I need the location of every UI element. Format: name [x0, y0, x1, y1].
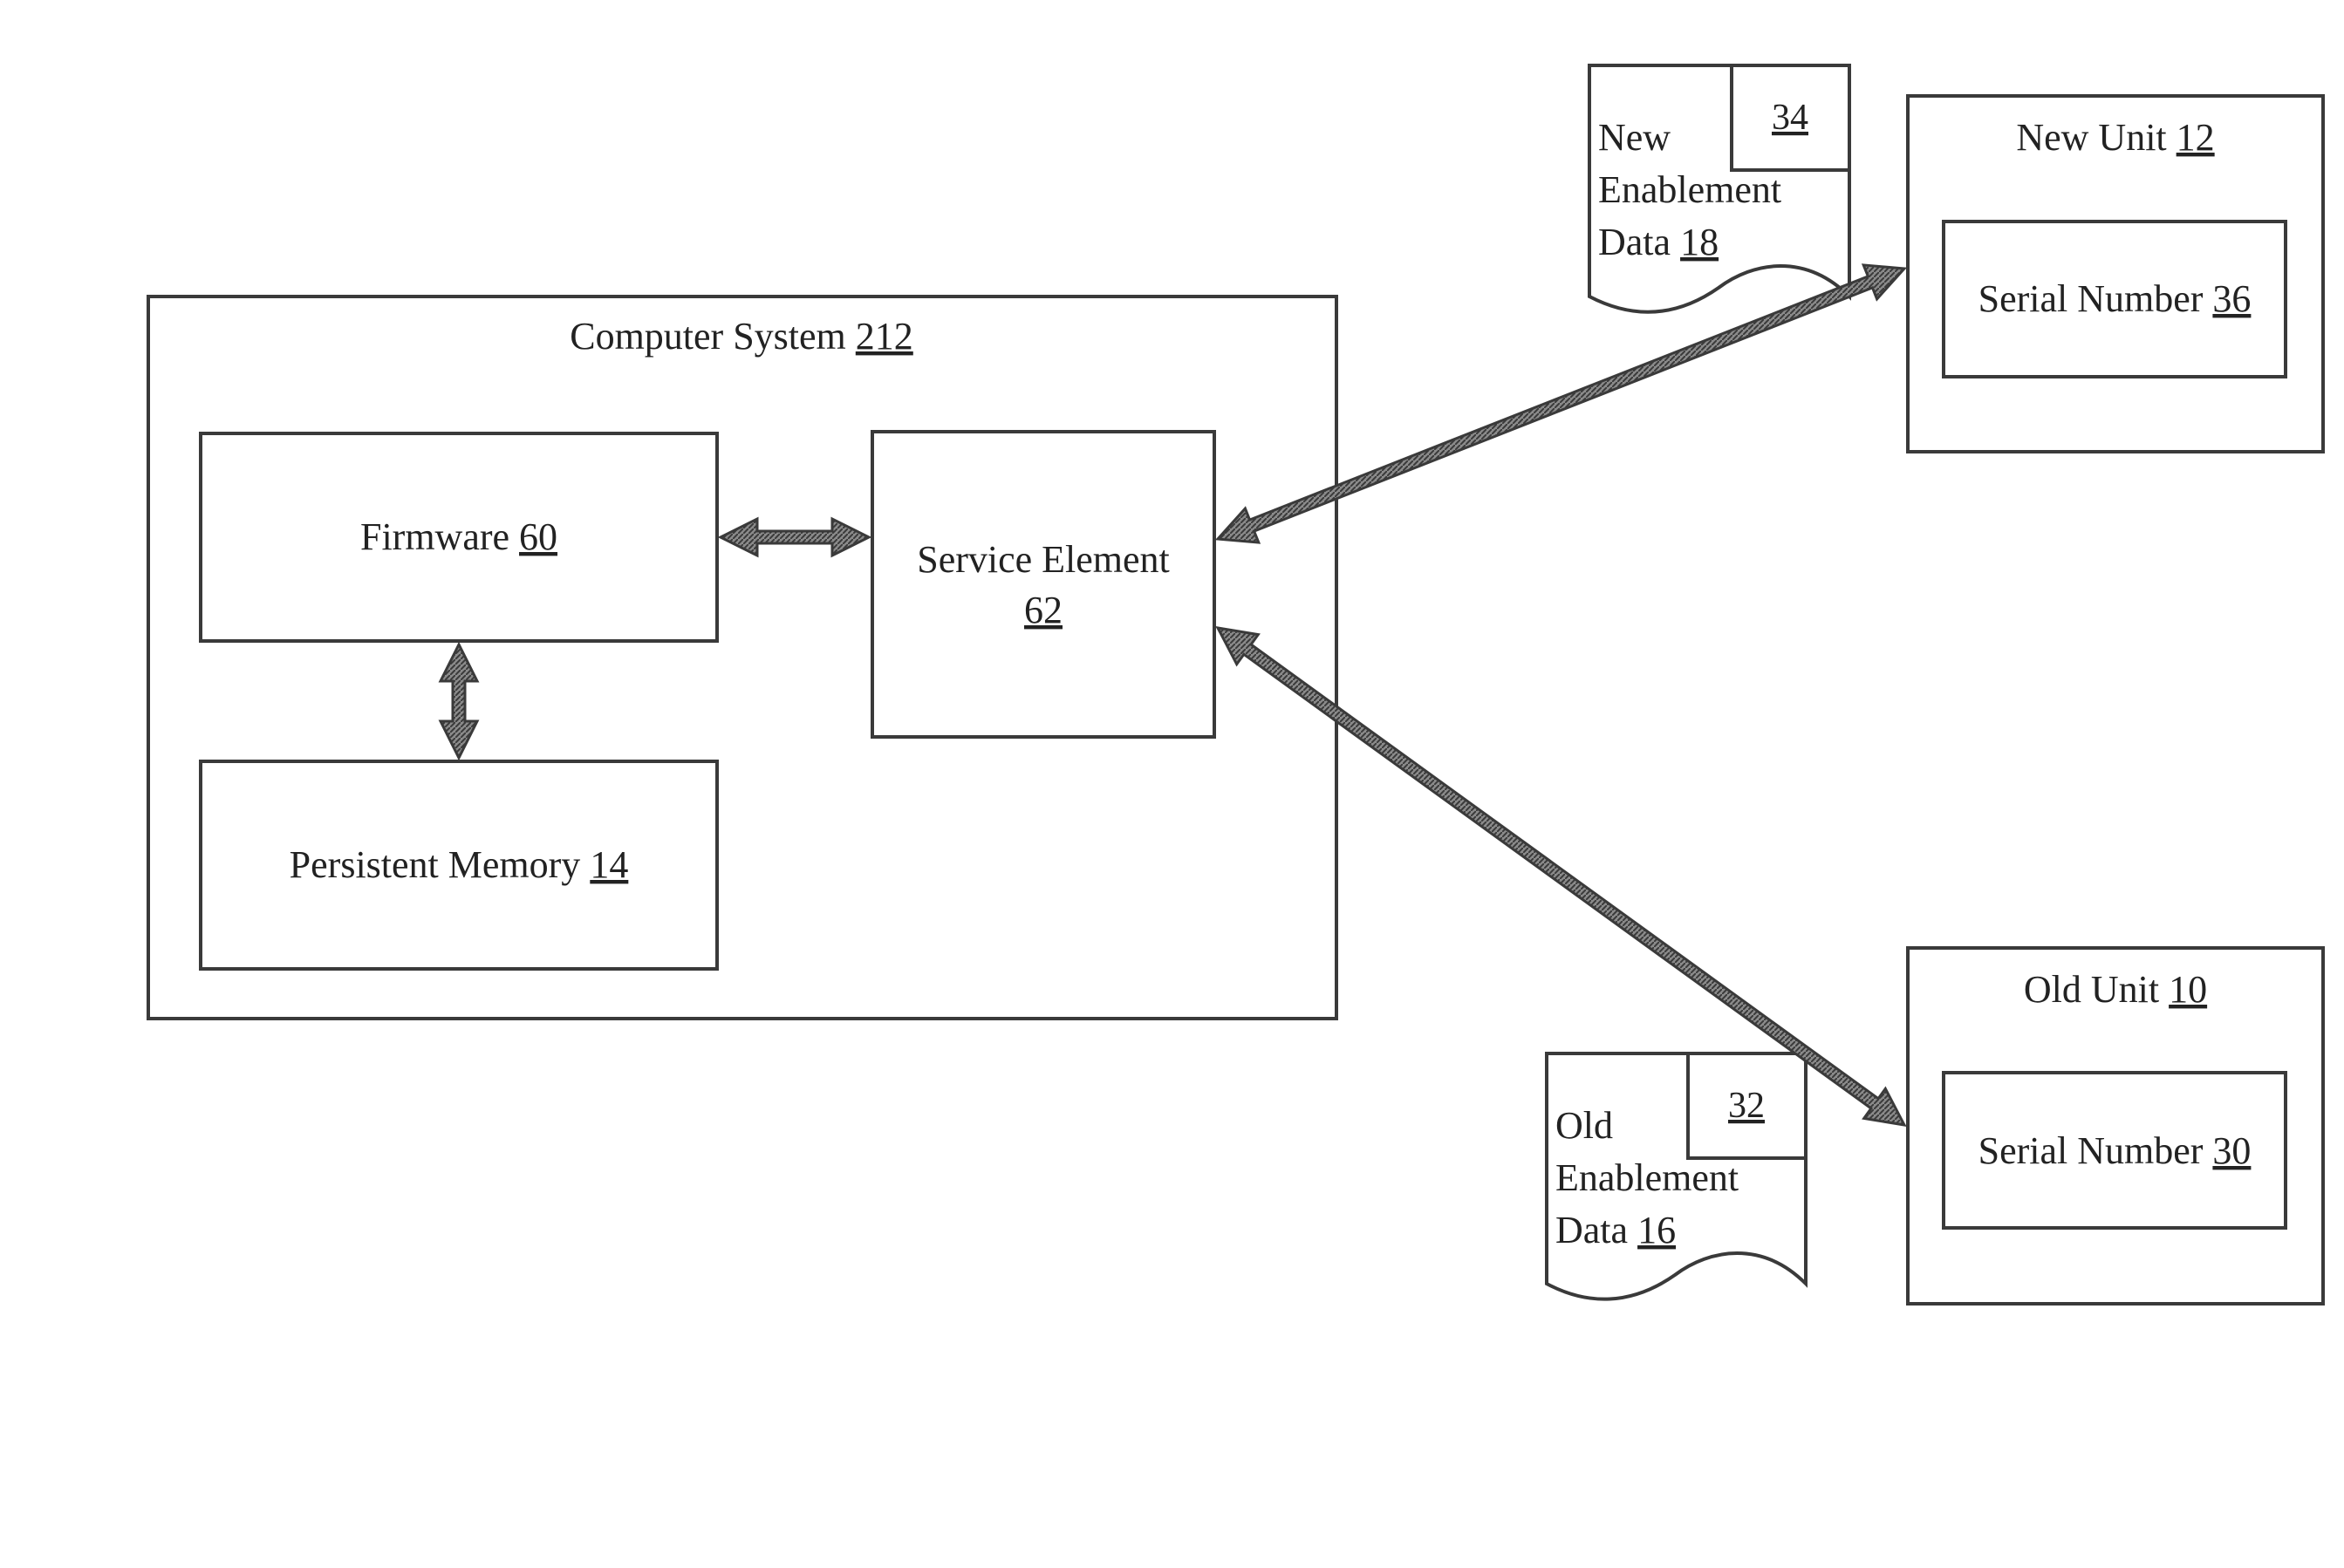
old-enablement-line1: Old: [1555, 1104, 1613, 1147]
new-enablement-line3: Data 18: [1598, 221, 1719, 263]
old-unit-box: Old Unit 10 Serial Number 30: [1908, 948, 2323, 1304]
new-enablement-line1: New: [1598, 116, 1671, 159]
new-unit-serial-number-box: Serial Number 36: [1944, 222, 2286, 377]
firmware-label: Firmware 60: [360, 515, 557, 558]
new-unit-serial-number-label: Serial Number 36: [1978, 277, 2252, 320]
service-element-box: Service Element 62: [872, 432, 1214, 737]
old-enablement-line3: Data 16: [1555, 1209, 1676, 1251]
old-unit-serial-number-label: Serial Number 30: [1978, 1129, 2252, 1172]
old-enablement-data-document: 32 Old Enablement Data 16: [1547, 1053, 1806, 1299]
old-enablement-line2: Enablement: [1555, 1156, 1739, 1199]
service-element-label: Service Element: [917, 538, 1170, 581]
firmware-box: Firmware 60: [201, 433, 717, 641]
new-enablement-data-document: 34 New Enablement Data 18: [1589, 65, 1849, 312]
new-unit-box: New Unit 12 Serial Number 36: [1908, 96, 2323, 452]
new-enablement-line2: Enablement: [1598, 168, 1781, 211]
persistent-memory-box: Persistent Memory 14: [201, 761, 717, 969]
service-element-ref: 62: [1024, 589, 1063, 631]
computer-system-title: Computer System 212: [570, 315, 913, 358]
persistent-memory-label: Persistent Memory 14: [290, 843, 629, 886]
old-unit-serial-number-box: Serial Number 30: [1944, 1073, 2286, 1228]
old-enablement-tab-ref: 32: [1728, 1086, 1765, 1126]
new-unit-title: New Unit 12: [2016, 116, 2214, 159]
new-enablement-tab-ref: 34: [1772, 98, 1808, 138]
old-unit-title: Old Unit 10: [2024, 968, 2207, 1011]
